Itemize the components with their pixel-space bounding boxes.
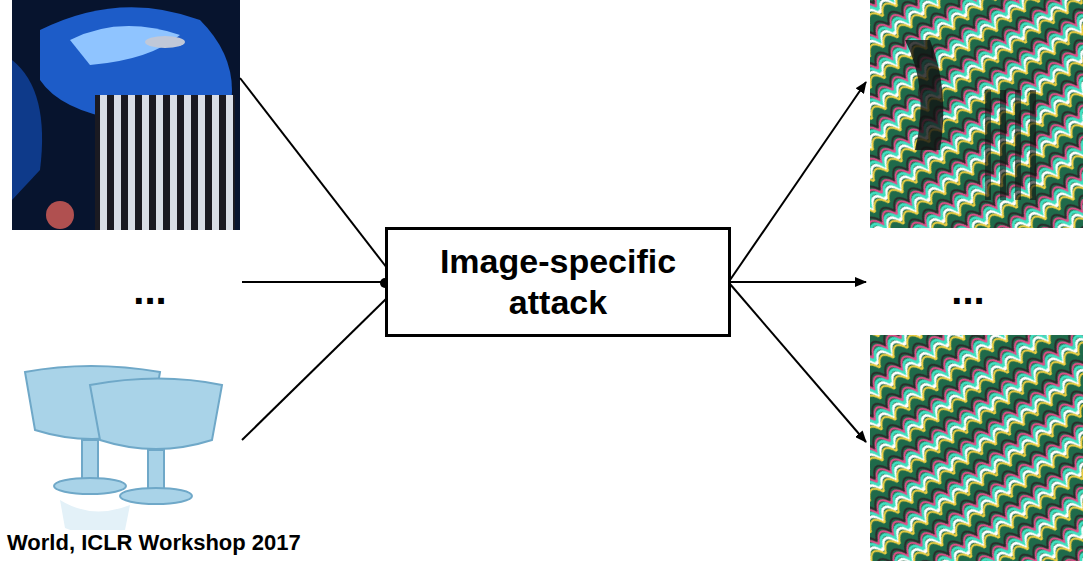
car-image [12,0,240,230]
output-arrow [730,82,866,442]
input-line [240,78,387,440]
ellipsis: ... [951,268,984,313]
adversarial-image [870,0,1083,561]
glasses-image [25,366,222,535]
box-label: Image-specific attack [408,241,708,323]
citation-note: World, ICLR Workshop 2017 [4,530,304,556]
process-box: Image-specific attack [385,227,731,337]
ellipsis: ... [133,268,166,313]
